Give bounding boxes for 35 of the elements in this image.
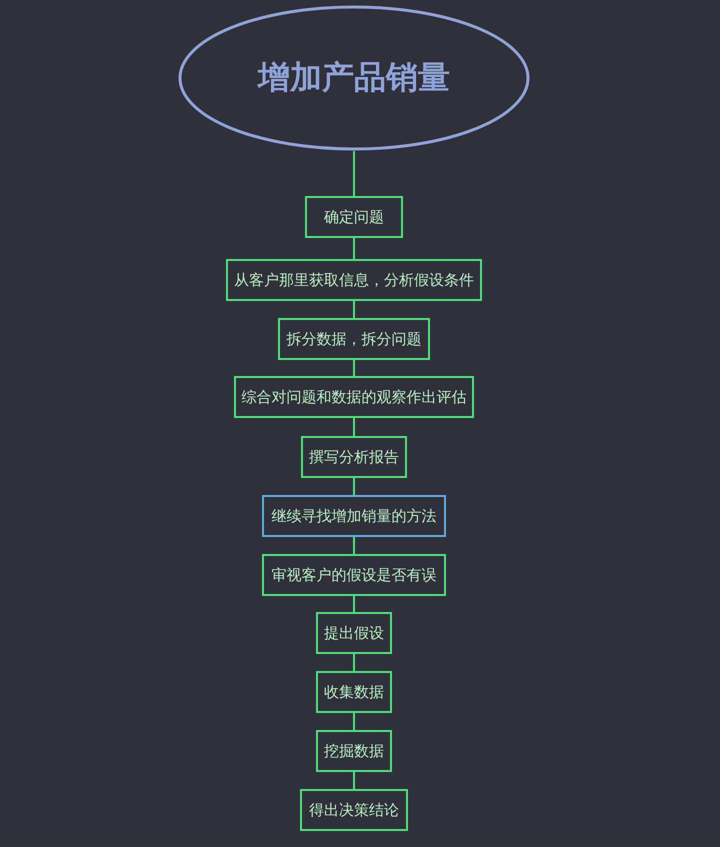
- process-box: [316, 612, 392, 654]
- goal-ellipse: [178, 5, 530, 151]
- connector-line: [353, 772, 355, 789]
- node-text: 增加产品销量: [258, 57, 450, 98]
- process-box: [305, 196, 403, 238]
- process-box: [300, 789, 408, 831]
- process-box: [316, 671, 392, 713]
- connector-line: [353, 238, 355, 259]
- process-box: [262, 554, 446, 596]
- connector-line: [353, 418, 355, 436]
- node-text: 挖掘数据: [324, 742, 384, 760]
- node-text: 继续寻找增加销量的方法: [272, 506, 436, 526]
- node-text: 提出假设: [324, 624, 384, 642]
- connector-line: [353, 360, 355, 376]
- node-text: 收集数据: [324, 682, 384, 702]
- node-text: 撰写分析报告: [309, 448, 399, 466]
- connector-line: [353, 596, 355, 612]
- connector-line: [353, 478, 355, 495]
- process-box: [234, 376, 474, 418]
- node-text: 综合对问题和数据的观察作出评估: [242, 388, 466, 406]
- process-box: [316, 730, 392, 772]
- process-box: [278, 318, 430, 360]
- node-text: 从客户那里获取信息，分析假设条件: [234, 270, 474, 290]
- node-text: 拆分数据，拆分问题: [286, 330, 422, 348]
- process-box: [301, 436, 407, 478]
- node-text: 确定问题: [324, 208, 384, 226]
- process-box: [262, 495, 446, 537]
- connector-line: [353, 151, 355, 196]
- connector-line: [353, 537, 355, 554]
- process-box: [226, 259, 482, 301]
- connector-line: [353, 713, 355, 730]
- node-text: 得出决策结论: [309, 800, 399, 820]
- connector-line: [353, 301, 355, 318]
- node-text: 审视客户的假设是否有误: [272, 566, 436, 584]
- connector-line: [353, 654, 355, 671]
